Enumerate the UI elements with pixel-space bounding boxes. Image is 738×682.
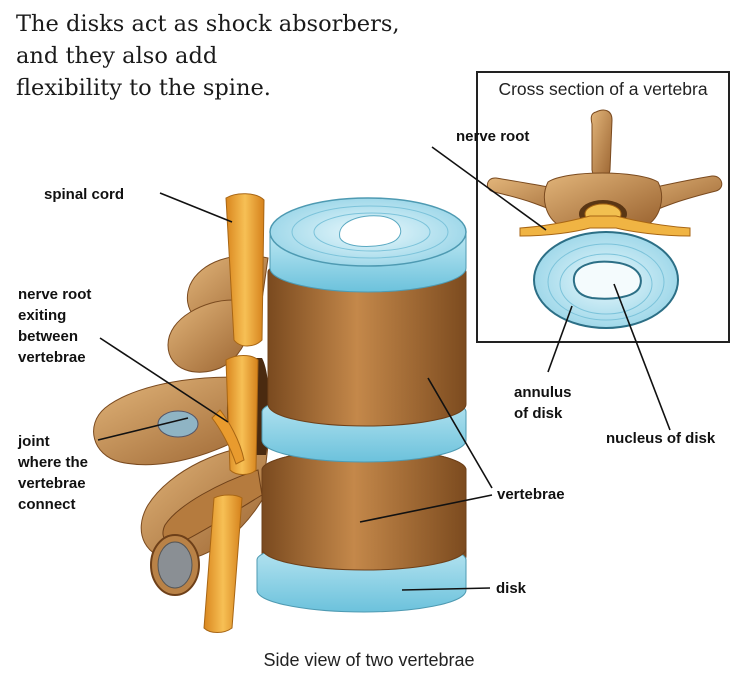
label-nucleus: nucleus of disk bbox=[606, 428, 715, 449]
label-nerve-root-exiting-line-1: nerve root bbox=[18, 284, 91, 305]
label-vertebrae: vertebrae bbox=[497, 484, 565, 505]
label-nerve-root-exiting-line-3: between bbox=[18, 326, 91, 347]
label-nerve-root-inset: nerve root bbox=[456, 126, 529, 147]
inset-nucleus bbox=[574, 262, 641, 299]
label-nerve-root-exiting-line-4: vertebrae bbox=[18, 347, 91, 368]
cut-bone-core bbox=[158, 542, 192, 588]
label-annulus-line-1: annulus bbox=[514, 382, 572, 403]
caption-side-view: Side view of two vertebrae bbox=[0, 650, 738, 671]
label-disk: disk bbox=[496, 578, 526, 599]
label-annulus-line-2: of disk bbox=[514, 403, 572, 424]
label-joint-line-4: connect bbox=[18, 494, 88, 515]
side-view-vertebrae bbox=[94, 194, 466, 633]
lower-vertebra-face bbox=[262, 448, 466, 570]
label-nerve-root-exiting: nerve root exiting between vertebrae bbox=[18, 284, 91, 368]
label-joint-line-2: where the bbox=[18, 452, 88, 473]
leader-spinal-cord bbox=[160, 193, 232, 222]
label-nerve-root-exiting-line-2: exiting bbox=[18, 305, 91, 326]
label-joint: joint where the vertebrae connect bbox=[18, 431, 88, 515]
label-spinal-cord: spinal cord bbox=[44, 184, 124, 205]
label-joint-line-1: joint bbox=[18, 431, 88, 452]
label-annulus: annulus of disk bbox=[514, 382, 572, 424]
label-joint-line-3: vertebrae bbox=[18, 473, 88, 494]
inset-spinous-process bbox=[591, 110, 612, 179]
